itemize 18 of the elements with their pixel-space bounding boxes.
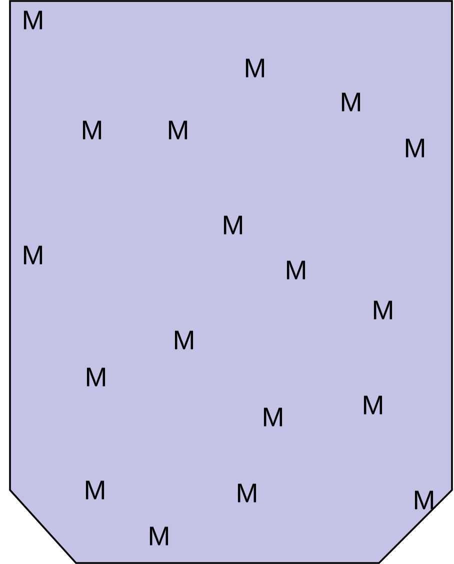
letter-label: M (414, 490, 434, 510)
letter-label: M (224, 216, 242, 234)
letter-label: M (246, 58, 264, 78)
letter-label: M (342, 92, 360, 112)
letter-label: M (374, 300, 392, 320)
letter-label: M (364, 396, 382, 414)
letter-label: M (86, 480, 104, 500)
letter-label: M (286, 260, 306, 280)
letter-label: M (406, 138, 424, 158)
letter-label: M (82, 120, 102, 140)
letter-label: M (24, 10, 42, 30)
letter-label: M (86, 368, 106, 386)
letter-label: M (174, 330, 194, 350)
letter-label: M (24, 246, 42, 264)
letter-label: M (150, 526, 168, 546)
letter-label: M (238, 484, 256, 502)
letter-label: M (168, 120, 188, 140)
letter-label: M (264, 408, 282, 426)
